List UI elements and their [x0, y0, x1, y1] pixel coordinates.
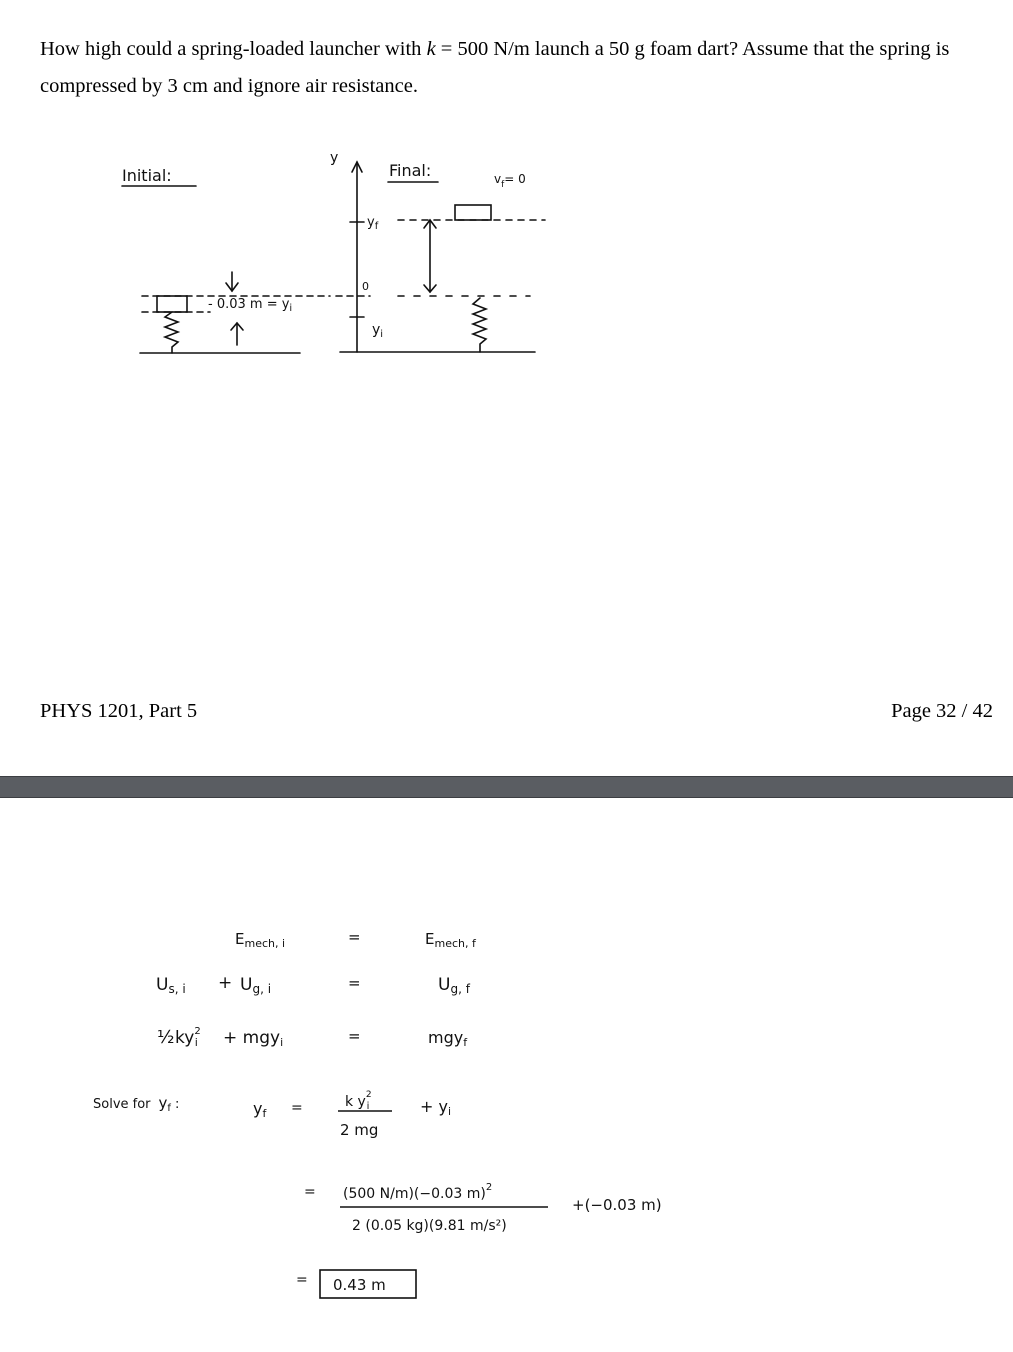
v-value: = 0: [504, 172, 526, 186]
ky-sup: 2: [194, 1026, 200, 1037]
problem-statement: How high could a spring-loaded launcher …: [40, 31, 1000, 105]
emech-f-main: E: [425, 930, 434, 948]
spring-pe-initial: Us, i: [156, 975, 186, 996]
yf-main: y: [367, 215, 375, 230]
solve-text: Solve for: [93, 1097, 151, 1112]
initial-label: Initial:: [122, 166, 172, 185]
energy-solution: Emech, i = Emech, f Us, i + Ug, i = Ug, …: [93, 928, 662, 1299]
numeric-numerator: (500 N/m)(−0.03 m)2: [343, 1182, 492, 1202]
num-sup: 2: [366, 1090, 372, 1100]
plus-yi-sub: i: [448, 1105, 451, 1118]
arrow-down-head: [225, 282, 239, 293]
yf-label: yf: [367, 215, 379, 232]
yi-main: y: [372, 322, 380, 338]
initial-dart-box: [156, 295, 188, 313]
ky-sub: i: [195, 1036, 198, 1049]
solve-colon: :: [175, 1097, 179, 1112]
us-sub: s, i: [168, 982, 185, 996]
ugf-main: U: [438, 975, 450, 995]
problem-text-a: How high could a spring-loaded launcher …: [40, 38, 427, 60]
v-sub: f: [501, 180, 505, 190]
mgyi-main: + mgy: [223, 1028, 280, 1048]
course-footer: PHYS 1201, Part 5: [40, 700, 198, 722]
row3-equals: =: [348, 1027, 361, 1045]
emech-initial: Emech, i: [235, 930, 285, 950]
compression-sub: i: [289, 303, 292, 314]
mgyf-main: mgy: [428, 1028, 463, 1047]
row4-equals: =: [291, 1100, 303, 1116]
page-33: Emech, i = Emech, f Us, i + Ug, i = Ug, …: [0, 798, 1013, 1352]
emech-final: Emech, f: [425, 930, 477, 950]
v-main: v: [494, 172, 501, 186]
ugf-sub: g, f: [450, 982, 470, 996]
answer-value: 0.43 m: [333, 1276, 386, 1294]
row5-equals: =: [304, 1184, 316, 1200]
final-spring: [470, 297, 489, 353]
emech-i-main: E: [235, 930, 244, 948]
ugi-sub: g, i: [252, 982, 271, 996]
mgyf-sub: f: [463, 1036, 468, 1049]
yf-lhs: yf: [253, 1099, 267, 1120]
plus-yi-term: + yi: [420, 1097, 451, 1118]
solve-yf-sub: f: [167, 1103, 171, 1114]
row2-plus: +: [218, 973, 232, 993]
problem-text-b: = 500 N/m launch a 50 g foam dart? Assum…: [40, 38, 950, 97]
grav-energy-initial-term: + mgyi: [223, 1028, 283, 1049]
y-axis-arrow: [351, 160, 363, 173]
mgyi-sub: i: [280, 1036, 283, 1049]
page-32: How high could a spring-loaded launcher …: [40, 31, 1000, 722]
origin-label: 0: [362, 280, 369, 293]
solve-yf-main: y: [159, 1094, 168, 1112]
displacement-arrow-down-head: [423, 284, 437, 294]
us-main: U: [156, 975, 168, 995]
final-dart-box: [454, 204, 492, 221]
arrow-up-head: [230, 321, 244, 331]
initial-spring: [162, 311, 181, 354]
numeric-tail: +(−0.03 m): [572, 1196, 662, 1214]
lhs-sub: f: [262, 1107, 267, 1120]
row1-equals: =: [348, 928, 361, 946]
page-separator: [0, 776, 1013, 798]
grav-pe-initial: Ug, i: [240, 975, 271, 996]
problem-k: k: [426, 38, 436, 60]
page-number: Page 32 / 42: [891, 700, 993, 722]
answer-box: [319, 1269, 417, 1299]
final-label: Final:: [389, 161, 431, 180]
ky-main: ky: [175, 1028, 194, 1048]
plus-yi-main: + y: [420, 1097, 448, 1116]
numeric-num-main: (500 N/m)(−0.03 m): [343, 1186, 486, 1202]
y-axis-label: y: [330, 150, 338, 166]
num-main: k y: [345, 1094, 366, 1110]
compression-label: - 0.03 m = yi: [208, 297, 292, 314]
grav-energy-final-term: mgyf: [428, 1028, 468, 1049]
spring-launcher-diagram: Initial: - 0.03 m = yi y Final: yf 0 yi …: [121, 150, 546, 354]
ugi-main: U: [240, 975, 252, 995]
yi-sub: i: [380, 329, 383, 340]
fraction-denominator: 2 mg: [340, 1121, 378, 1139]
yi-label: yi: [372, 322, 383, 340]
row2-equals: =: [348, 974, 361, 992]
emech-f-sub: mech, f: [434, 937, 476, 950]
compression-value: - 0.03 m = y: [208, 297, 290, 312]
displacement-arrow-up-head: [423, 218, 437, 229]
yf-sub: f: [375, 221, 379, 232]
half-fraction: ½: [157, 1027, 174, 1048]
num-sub: i: [367, 1101, 370, 1112]
velocity-label: vf= 0: [494, 172, 526, 190]
numeric-denominator: 2 (0.05 kg)(9.81 m/s²): [352, 1218, 507, 1234]
grav-pe-final: Ug, f: [438, 975, 471, 996]
lhs-main: y: [253, 1099, 262, 1118]
emech-i-sub: mech, i: [244, 937, 285, 950]
answer-equals: =: [296, 1272, 308, 1288]
numeric-num-sup: 2: [486, 1182, 492, 1193]
solve-for-label: Solve for yf:: [93, 1094, 179, 1114]
